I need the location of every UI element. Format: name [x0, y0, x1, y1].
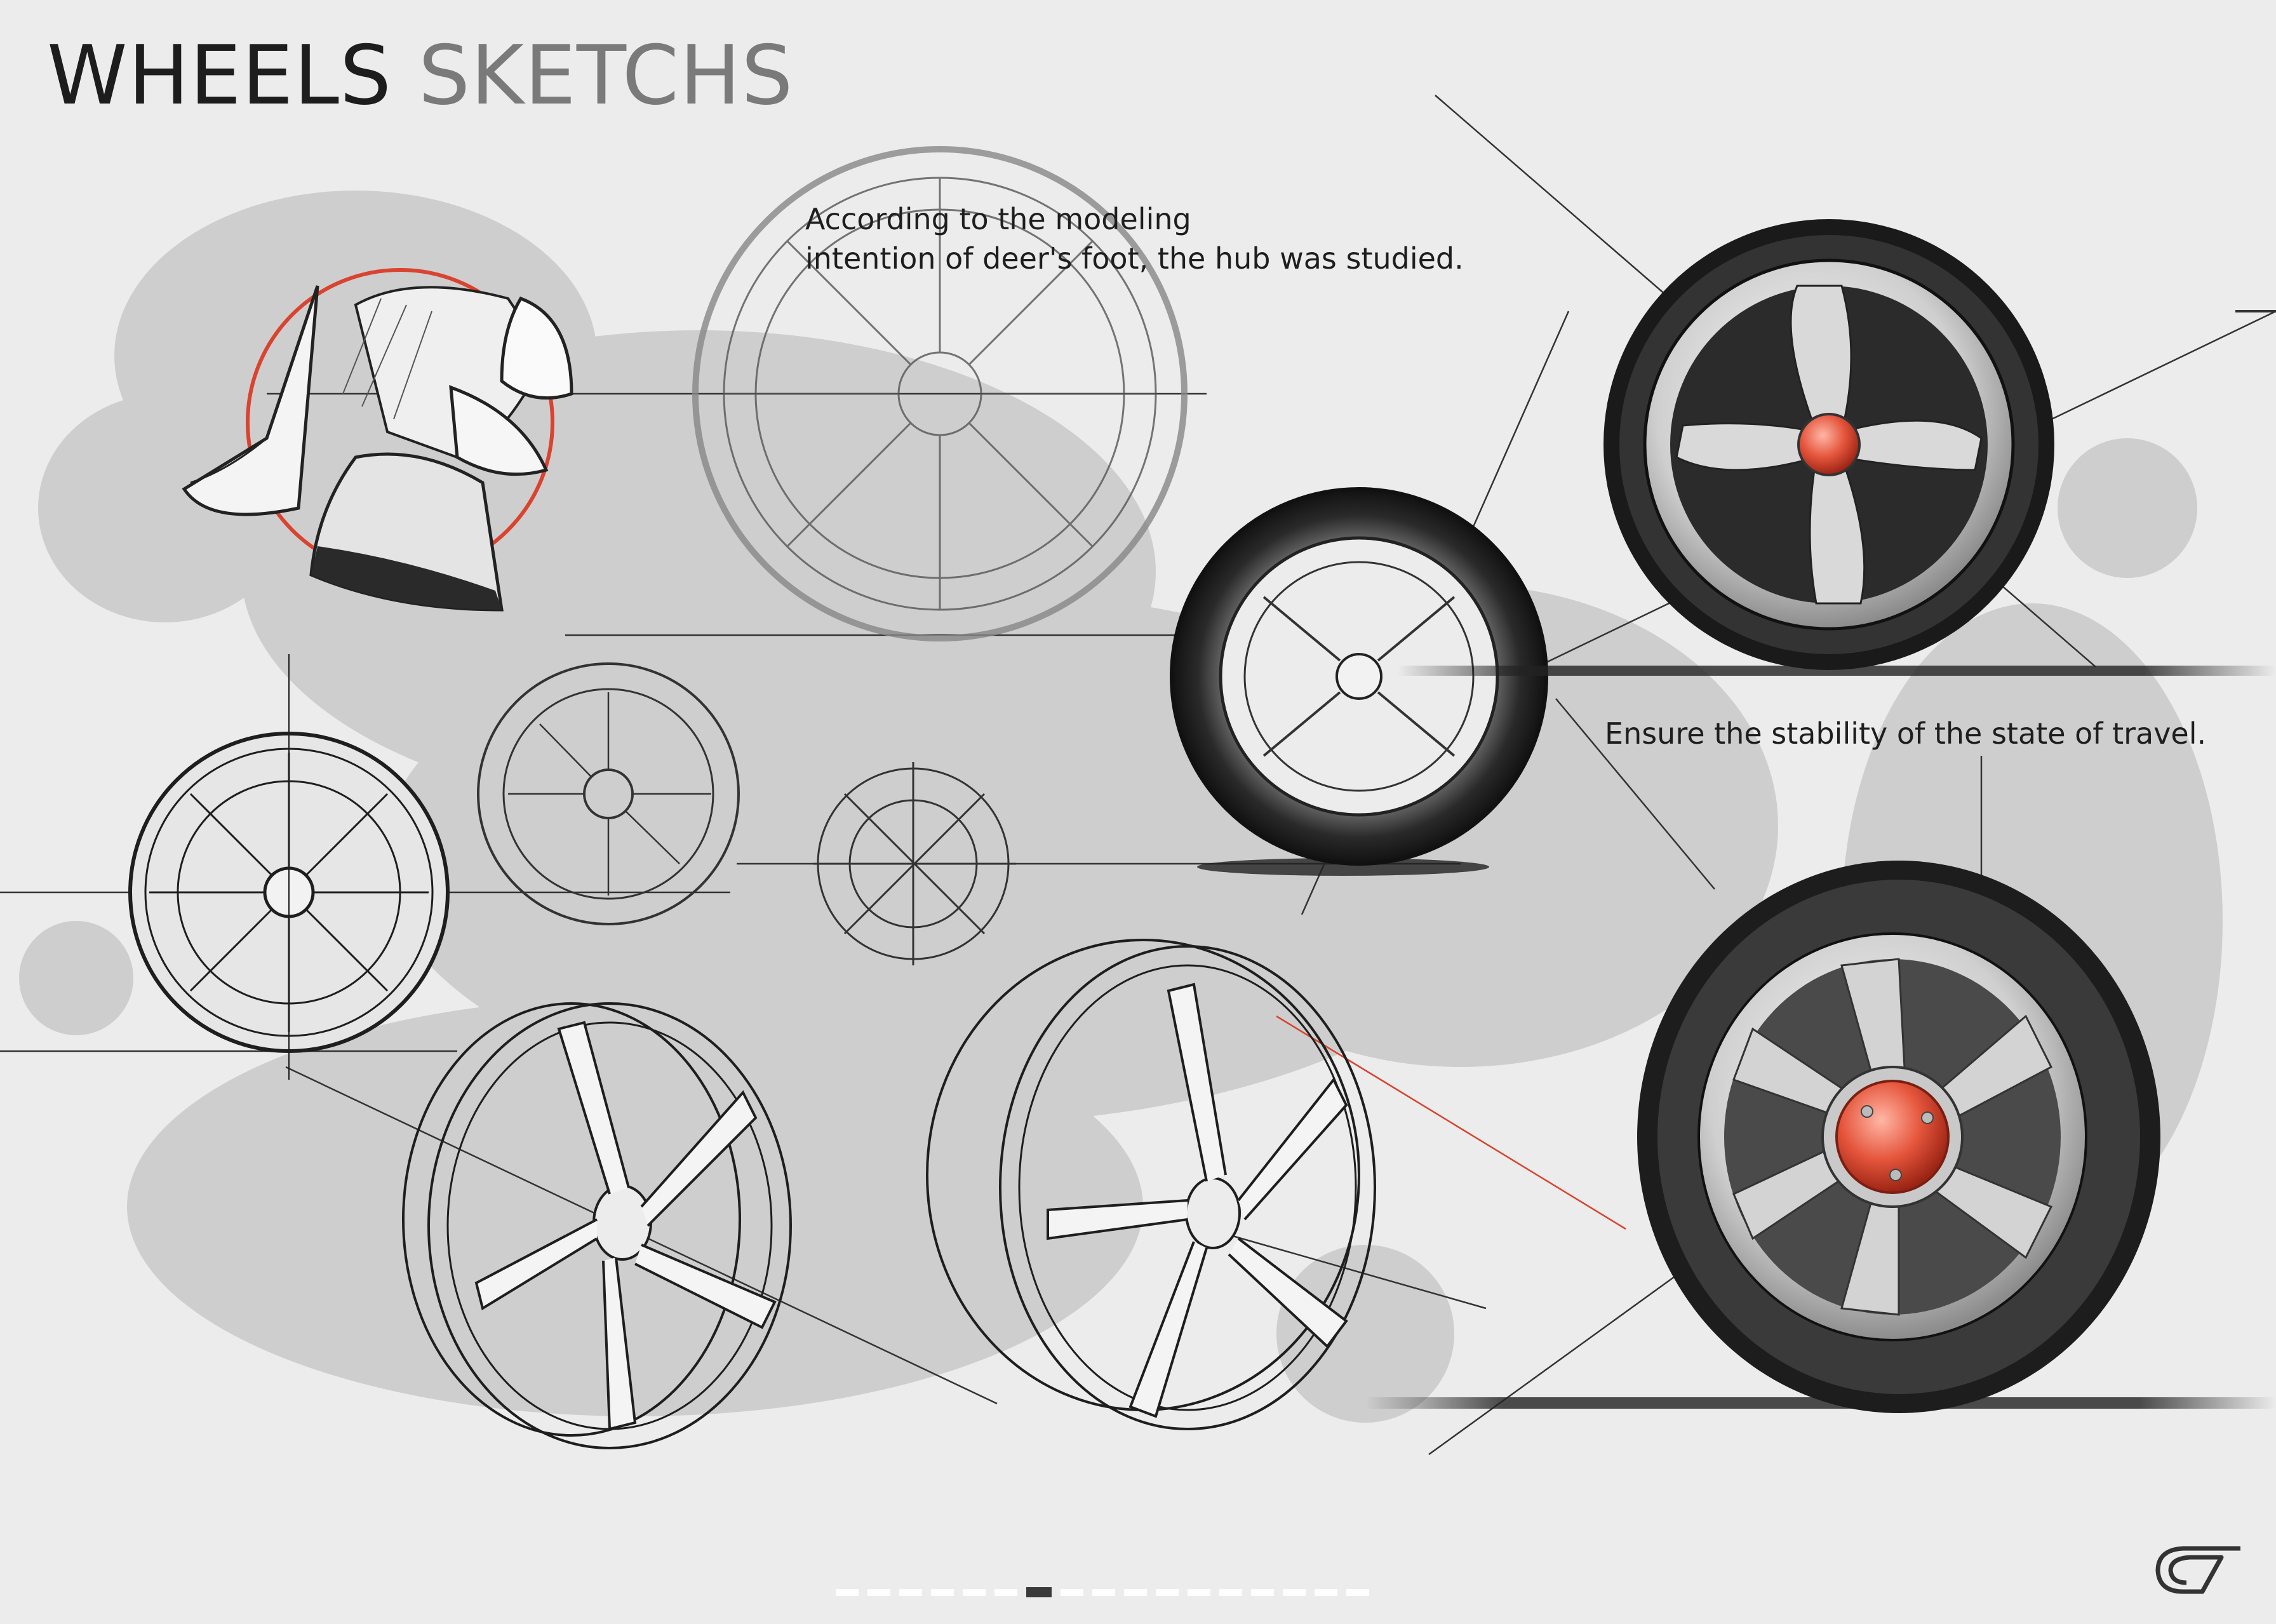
front-wheel-sketch-left — [128, 654, 450, 1080]
red-leader-line — [1276, 1015, 1626, 1230]
construction-circle-sketch — [813, 762, 1016, 965]
page-dot[interactable] — [1251, 1589, 1274, 1596]
page-dot[interactable] — [1124, 1589, 1147, 1596]
title-word-wheels: WHEELS — [47, 29, 392, 123]
page-dot[interactable] — [963, 1589, 986, 1596]
page-dot[interactable] — [1219, 1589, 1242, 1596]
page-dot[interactable] — [1156, 1589, 1179, 1596]
rendered-tire-sketch-center — [1170, 487, 1548, 876]
page-dot[interactable] — [931, 1589, 954, 1596]
rendered-wheel-bottom-right — [1365, 861, 2276, 1413]
page-dot[interactable] — [1188, 1589, 1210, 1596]
faded-spoked-wheel-sketch — [692, 146, 1188, 641]
rendered-wheel-top-right — [1397, 219, 2276, 676]
page-dot[interactable] — [994, 1589, 1017, 1596]
stability-note: Ensure the stability of the state of tra… — [1605, 716, 2207, 751]
page-dot[interactable] — [1092, 1589, 1115, 1596]
title-word-sketchs: SKETCHS — [418, 29, 794, 123]
page-title: WHEELS SKETCHS — [47, 25, 793, 127]
perspective-rim-sketch-2 — [926, 939, 1376, 1430]
small-wheel-sketch — [477, 662, 740, 925]
page-dot[interactable] — [1061, 1589, 1083, 1596]
deer-note-line-2: intention of deer's foot, the hub was st… — [805, 241, 1464, 276]
page-dot[interactable] — [1346, 1589, 1369, 1596]
deer-note-line-1: According to the modeling — [805, 202, 1191, 236]
deer-foot-note: According to the modeling intention of d… — [805, 199, 1464, 278]
page-dot[interactable] — [899, 1589, 922, 1596]
page-dot[interactable] — [836, 1589, 859, 1596]
page-dot[interactable] — [867, 1589, 890, 1596]
page-dot[interactable] — [1283, 1589, 1306, 1596]
brand-logo-icon — [2155, 1546, 2240, 1594]
page-indicator — [836, 1587, 1369, 1597]
deer-hoof-sketch — [182, 268, 573, 612]
page-dot-active[interactable] — [1026, 1587, 1052, 1597]
page-dot[interactable] — [1315, 1589, 1337, 1596]
perspective-rim-sketch-1 — [402, 1002, 792, 1449]
